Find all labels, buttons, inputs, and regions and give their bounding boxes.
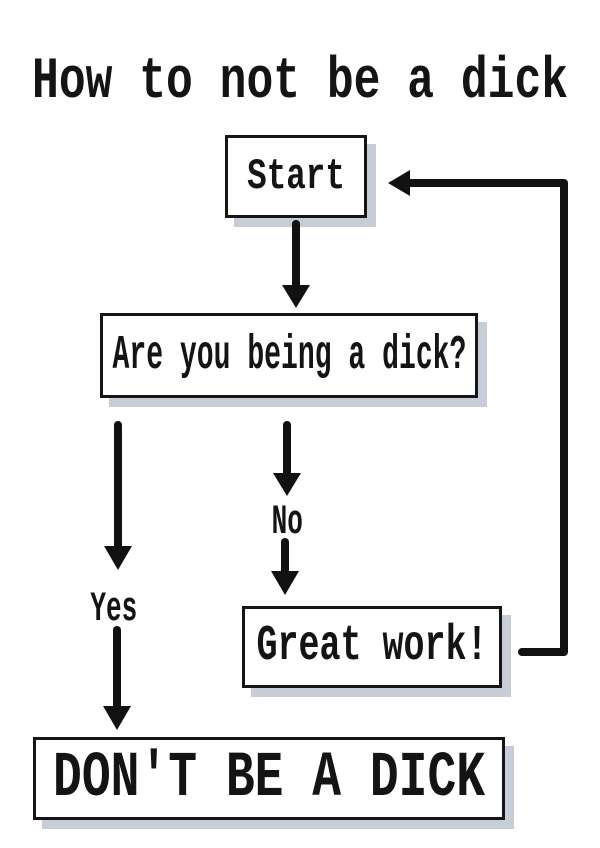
arrow-yes-to-dont-icon <box>103 626 131 730</box>
arrow-question-to-yes-icon <box>104 421 132 570</box>
branch-label-yes: Yes <box>64 588 164 630</box>
arrow-start-to-question-icon <box>282 220 310 308</box>
node-start: Start <box>225 135 367 218</box>
node-start-label: Start <box>247 151 345 202</box>
node-great-work-label: Great work! <box>256 618 488 675</box>
node-great-work: Great work! <box>242 606 502 688</box>
node-dont-be-a-dick-label: DON'T BE A DICK <box>52 742 486 815</box>
arrow-great-work-to-start-icon <box>388 170 568 656</box>
node-dont-be-a-dick: DON'T BE A DICK <box>33 737 505 820</box>
node-question: Are you being a dick? <box>100 313 478 398</box>
page-title-text: How to not be a dick <box>31 50 569 115</box>
page-title: How to not be a dick <box>0 50 600 116</box>
branch-label-yes-text: Yes <box>90 585 138 633</box>
branch-label-no: No <box>237 501 337 543</box>
node-question-label: Are you being a dick? <box>112 328 466 383</box>
arrow-no-to-great-work-icon <box>271 538 299 595</box>
arrow-question-to-no-icon <box>273 421 301 496</box>
branch-label-no-text: No <box>271 498 303 546</box>
